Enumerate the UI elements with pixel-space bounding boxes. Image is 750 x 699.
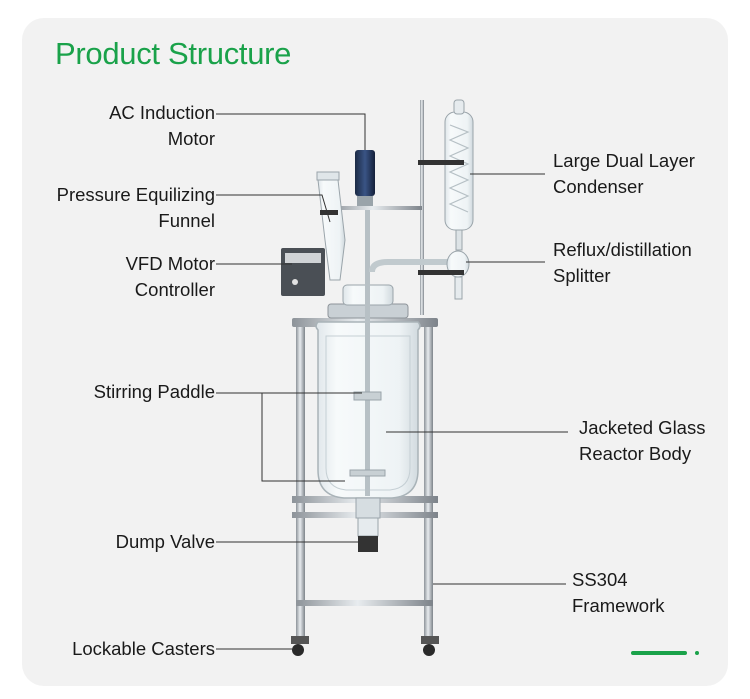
caster-mount-left	[291, 636, 309, 644]
caster-right-icon	[423, 644, 435, 656]
label-condenser: Large Dual Layer Condenser	[553, 148, 695, 200]
label-body: Jacketed Glass Reactor Body	[579, 415, 705, 467]
label-splitter: Reflux/distillation Splitter	[553, 237, 692, 289]
label-funnel-line2: Funnel	[158, 210, 215, 231]
label-frame-line2: Framework	[572, 595, 665, 616]
leader-paddle-bottom	[261, 393, 345, 482]
leader-funnel	[216, 194, 331, 223]
condenser-icon	[444, 111, 474, 231]
label-frame: SS304 Framework	[572, 567, 665, 619]
label-condenser-line1: Large Dual Layer	[553, 150, 695, 171]
dump-valve-body	[357, 517, 379, 537]
condenser-clamp	[418, 160, 464, 165]
label-casters-line1: Lockable Casters	[72, 638, 215, 659]
label-motor: AC Induction Motor	[109, 100, 215, 152]
leader-motor	[216, 113, 366, 150]
caster-left-icon	[292, 644, 304, 656]
stirring-paddle	[353, 391, 382, 401]
label-casters: Lockable Casters	[72, 636, 215, 662]
label-vfd-line1: VFD Motor	[125, 253, 215, 274]
funnel-cap	[316, 171, 340, 181]
condenser-coil	[448, 124, 470, 213]
motor-cross-bar	[332, 206, 422, 210]
label-paddle: Stirring Paddle	[94, 379, 215, 405]
label-vfd: VFD Motor Controller	[126, 251, 215, 303]
label-dump: Dump Valve	[116, 529, 215, 555]
leader-lines	[216, 113, 568, 650]
splitter-stem	[454, 276, 463, 300]
frame-right-upright	[424, 318, 433, 643]
label-body-line1: Jacketed Glass	[579, 417, 706, 438]
condenser-top	[453, 99, 465, 115]
stirring-shaft	[365, 196, 370, 496]
label-funnel: Pressure Equilizing Funnel	[57, 182, 215, 234]
stirring-paddle-bottom	[349, 469, 386, 477]
label-vfd-line2: Controller	[134, 279, 215, 300]
accent-dot	[695, 651, 699, 655]
caster-mount-right	[421, 636, 439, 644]
label-body-line2: Reactor Body	[579, 443, 692, 464]
label-paddle-line1: Stirring Paddle	[93, 381, 215, 402]
accent-bar	[631, 651, 687, 655]
reactor-inner-jacket	[325, 335, 411, 491]
label-frame-line1: SS304	[572, 569, 628, 590]
vfd-knob-icon	[292, 279, 298, 285]
label-splitter-line1: Reflux/distillation	[553, 239, 692, 260]
dump-valve-housing	[355, 497, 381, 519]
vfd-display	[285, 253, 321, 263]
label-motor-line1: AC Induction	[109, 102, 215, 123]
label-funnel-line1: Pressure Equilizing	[56, 184, 215, 205]
reactor-illustration-icon	[281, 99, 474, 656]
page-title: Product Structure	[55, 36, 292, 71]
dump-valve-handle	[358, 536, 378, 552]
label-condenser-line2: Condenser	[553, 176, 644, 197]
motor-coupling	[357, 196, 373, 206]
splitter-tube	[369, 259, 448, 273]
ac-motor-icon	[355, 150, 375, 196]
frame-base-bar	[296, 600, 433, 606]
label-motor-line2: Motor	[167, 128, 215, 149]
label-dump-line1: Dump Valve	[115, 531, 215, 552]
label-splitter-line2: Splitter	[553, 265, 611, 286]
splitter-clamp	[418, 270, 464, 275]
funnel-clamp	[320, 210, 338, 215]
condenser-neck	[455, 229, 463, 251]
